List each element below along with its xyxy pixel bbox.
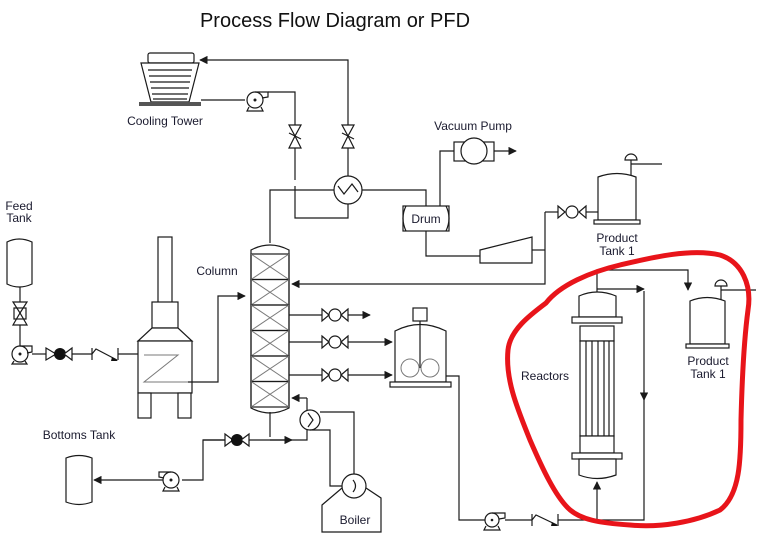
side-draw-ball-valve-icon [289,367,393,383]
fired-heater [136,236,194,419]
condenser-icon [333,175,363,205]
gate-valve-icon [340,124,356,149]
check-valve-icon [531,514,559,526]
reflux-line [291,212,546,289]
side-draw-ball-valve-icon [289,307,349,323]
feed-valve-icon [11,301,29,326]
cooling-return-line [199,55,349,130]
control-valve-icon [224,432,250,448]
agitated-vessel [389,307,452,388]
boiler-label: Boiler [340,513,371,527]
bottoms-pump-icon [158,471,180,492]
control-valve-icon [45,346,73,362]
reboiler-exchanger-icon [299,409,321,431]
check-valve-icon [91,348,119,361]
drum-label: Drum [411,212,440,226]
feed-tank [6,238,33,288]
highlight-circle [505,250,752,529]
packing-section [250,380,290,408]
vacuum-pump-label: Vacuum Pump [434,119,512,133]
diagram-title: Process Flow Diagram or PFD [200,10,470,32]
bottoms-tank-label: Bottoms Tank [43,428,116,442]
reactor-feed-pump-icon [483,512,506,531]
product-tank-right [685,279,756,349]
vacuum-pump-icon [453,137,495,165]
product-tank-top [593,153,662,225]
pump-discharge-line [268,91,296,125]
distillation-column [250,244,290,414]
feed-tank-label-1: Feed [5,199,32,213]
ball-valve-icon [557,204,587,220]
compressor-icon [479,236,533,264]
cooling-tower [139,52,201,106]
reactor-shell-tube [571,291,623,480]
gate-valve-icon [287,124,303,149]
product-tank-right-label-2: Tank 1 [690,367,726,381]
reactors-label: Reactors [521,369,569,383]
cooling-tower-label: Cooling Tower [127,114,203,128]
boiler [321,473,382,533]
product-tank-top-label-1: Product [596,231,638,245]
side-draw-ball-valve-icon [289,334,393,350]
bottoms-tank [65,454,93,506]
cooling-pump-icon [246,91,269,112]
product-tank-right-label-1: Product [687,354,729,368]
feed-pump-icon [10,345,33,365]
product-tank-top-label-2: Tank 1 [599,244,635,258]
feed-tank-label-2: Tank [6,211,32,225]
drum-vessel [402,205,450,232]
column-label: Column [196,264,237,278]
